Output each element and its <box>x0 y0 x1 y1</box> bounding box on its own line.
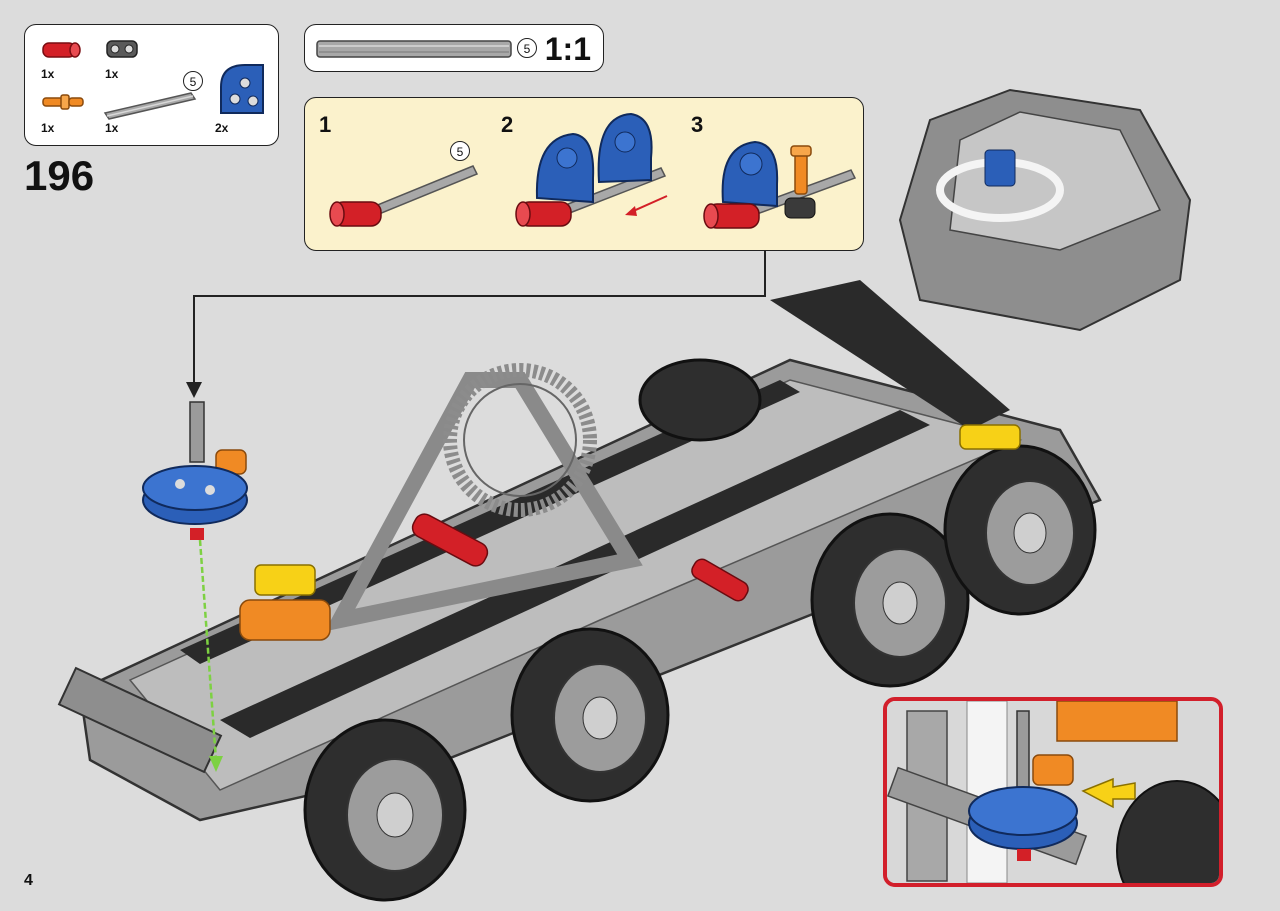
sub-step-1-assembly <box>329 165 479 227</box>
wheel-front-left <box>303 718 467 902</box>
gray-axle-icon <box>103 92 197 120</box>
page-number: 4 <box>24 872 33 889</box>
blue-panel-round-icon <box>220 64 264 114</box>
red-axle-connector-icon <box>42 42 81 58</box>
sub-step-2-number: 2 <box>501 112 514 137</box>
callout-arrow-icon <box>186 382 202 398</box>
sub-step-1-axle-badge: 5 <box>450 141 470 161</box>
sub-step-2-assembly <box>515 112 668 227</box>
cab-frame <box>898 88 1192 332</box>
assembly-guide-line <box>198 539 218 761</box>
sub-assembly-panel: 1 2 3 5 <box>304 97 864 251</box>
qty-red-axle-connector: 1x <box>41 67 55 81</box>
new-part-assembly <box>142 401 248 772</box>
qty-gray-axle: 1x <box>105 121 119 135</box>
detail-illustration <box>887 701 1219 883</box>
gear-support <box>324 363 643 632</box>
detail-callout-panel <box>883 697 1223 887</box>
wheel-rear-back <box>638 358 762 442</box>
wheel-rear-right <box>943 444 1097 616</box>
qty-blue-panel: 2x <box>215 121 229 135</box>
sub-step-3-assembly <box>703 140 857 229</box>
callout-connector-line <box>193 251 766 384</box>
axle-length-badge: 5 <box>183 71 203 91</box>
guide-arrow-icon <box>209 756 223 772</box>
step-number: 196 <box>24 152 95 199</box>
insert-arrow-icon <box>1081 777 1136 809</box>
cross-block-icon <box>106 40 138 58</box>
scale-length-badge: 5 <box>517 38 537 58</box>
sub-assembly-illustration <box>329 112 857 229</box>
wheel-middle-left <box>510 627 670 803</box>
parts-list-panel: 1x 1x 1x 5 1x 2x <box>24 24 279 146</box>
scale-axle-icon <box>316 40 512 58</box>
scale-ratio: 1:1 <box>544 31 591 67</box>
orange-axle-pin-icon <box>42 94 84 110</box>
sub-step-3-number: 3 <box>691 112 704 137</box>
sub-step-1-number: 1 <box>319 112 332 137</box>
front-cluster <box>57 424 1021 774</box>
wheel-middle-right <box>810 512 970 688</box>
qty-cross-block: 1x <box>105 67 119 81</box>
qty-orange-axle-pin: 1x <box>41 121 55 135</box>
scale-reference-panel: 5 1:1 <box>304 24 604 72</box>
